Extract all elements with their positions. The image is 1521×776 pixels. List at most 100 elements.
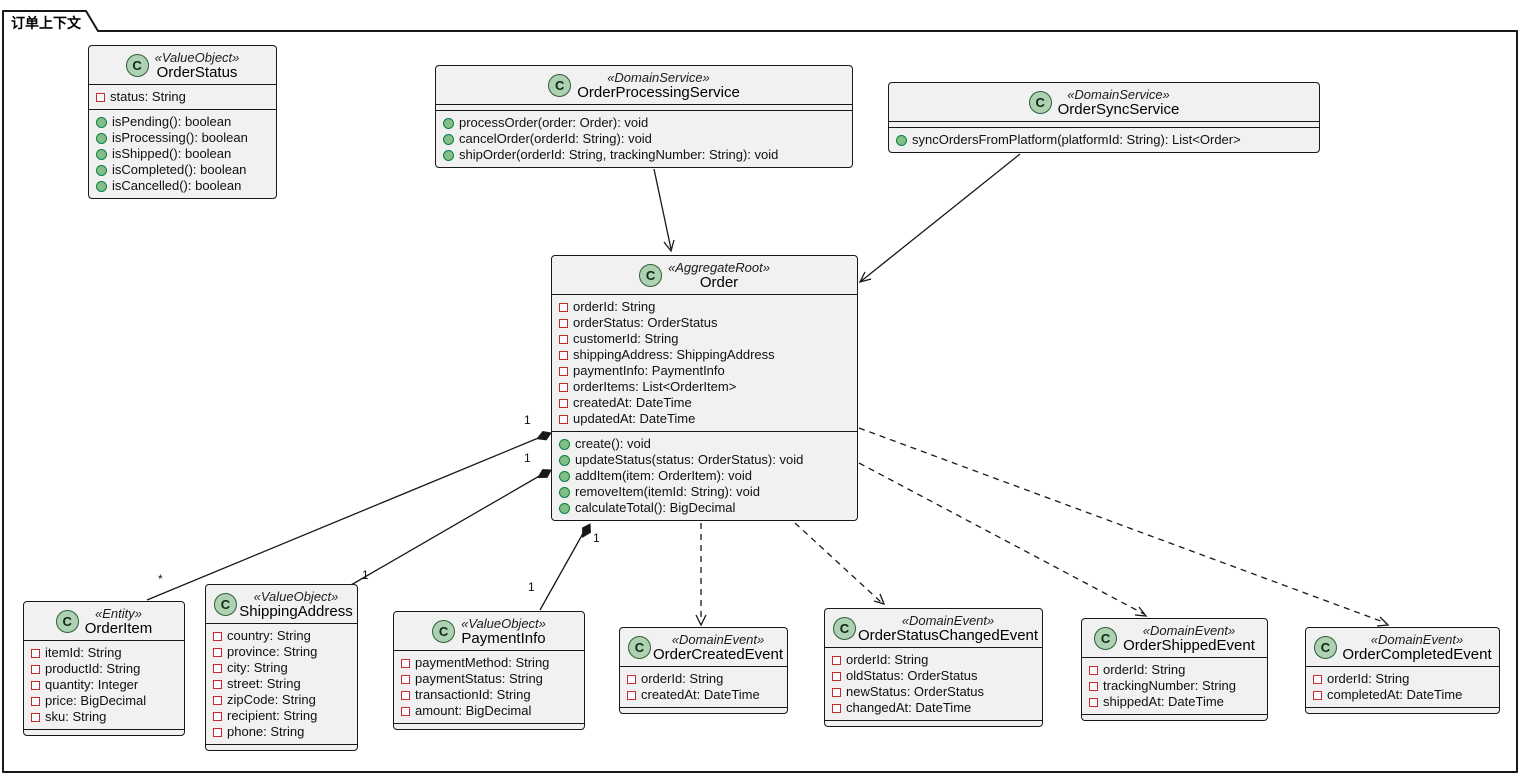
class-paymentinfo: C «ValueObject» PaymentInfo paymentMetho… (393, 611, 585, 730)
field-visibility-icon (559, 382, 568, 392)
method-signature: isShipped(): boolean (112, 146, 232, 161)
field-visibility-icon (1089, 697, 1098, 707)
method-row: cancelOrder(orderId: String): void (443, 131, 845, 147)
field-visibility-icon (832, 655, 841, 665)
field-signature: orderStatus: OrderStatus (573, 315, 718, 330)
field-row: price: BigDecimal (31, 693, 177, 709)
method-row: removeItem(itemId: String): void (559, 484, 850, 500)
field-visibility-icon (559, 366, 568, 376)
field-signature: street: String (227, 676, 301, 691)
class-name: OrderCompletedEvent (1342, 646, 1492, 663)
methods-compartment: syncOrdersFromPlatform(platformId: Strin… (889, 127, 1319, 152)
method-signature: syncOrdersFromPlatform(platformId: Strin… (912, 132, 1241, 147)
field-visibility-icon (401, 658, 410, 668)
method-row: isShipped(): boolean (96, 146, 269, 162)
field-signature: newStatus: OrderStatus (846, 684, 985, 699)
field-signature: transactionId: String (415, 687, 531, 702)
field-row: trackingNumber: String (1089, 678, 1260, 694)
method-visibility-icon (443, 117, 454, 129)
method-signature: cancelOrder(orderId: String): void (459, 131, 652, 146)
class-stereotype: «AggregateRoot» (668, 260, 770, 275)
dependency-order-ordercreatedevent (695, 523, 707, 627)
field-visibility-icon (401, 674, 410, 684)
class-header: C «AggregateRoot» Order (552, 256, 857, 294)
class-icon: C (639, 264, 663, 287)
class-name: OrderProcessingService (577, 84, 740, 101)
field-signature: orderId: String (1103, 662, 1186, 677)
frame-tab-title: 订单上下文 (11, 15, 81, 31)
class-ordershippedevent: C «DomainEvent» OrderShippedEvent orderI… (1081, 618, 1268, 721)
field-visibility-icon (559, 398, 568, 408)
field-signature: recipient: String (227, 708, 318, 723)
field-row: sku: String (31, 709, 177, 725)
method-signature: calculateTotal(): BigDecimal (575, 500, 736, 515)
field-row: orderStatus: OrderStatus (559, 315, 850, 331)
field-visibility-icon (213, 695, 222, 705)
class-name: OrderCreatedEvent (652, 646, 784, 663)
field-row: country: String (213, 628, 350, 644)
field-signature: changedAt: DateTime (846, 700, 972, 715)
field-visibility-icon (559, 318, 568, 328)
class-name: OrderStatus (156, 64, 238, 81)
field-visibility-icon (31, 648, 40, 658)
class-icon: C (833, 617, 856, 640)
method-visibility-icon (559, 486, 570, 498)
class-stereotype: «DomainService» (1067, 87, 1170, 102)
field-signature: createdAt: DateTime (573, 395, 692, 410)
class-icon: C (1094, 627, 1118, 650)
class-name: OrderSyncService (1057, 101, 1180, 118)
field-row: province: String (213, 644, 350, 660)
field-visibility-icon (559, 302, 568, 312)
method-signature: processOrder(order: Order): void (459, 115, 649, 130)
field-visibility-icon (213, 727, 222, 737)
method-visibility-icon (96, 116, 107, 128)
field-signature: completedAt: DateTime (1327, 687, 1463, 702)
composition-order-orderitem (146, 430, 552, 601)
class-stereotype: «ValueObject» (253, 589, 339, 604)
field-row: paymentStatus: String (401, 671, 577, 687)
field-visibility-icon (31, 664, 40, 674)
class-icon: C (432, 620, 456, 643)
field-signature: trackingNumber: String (1103, 678, 1236, 693)
field-visibility-icon (1313, 674, 1322, 684)
class-shippingaddress: C «ValueObject» ShippingAddress country:… (205, 584, 358, 751)
field-row: newStatus: OrderStatus (832, 684, 1035, 700)
field-row: updatedAt: DateTime (559, 411, 850, 427)
field-row: changedAt: DateTime (832, 700, 1035, 716)
method-row: isProcessing(): boolean (96, 130, 269, 146)
field-signature: paymentMethod: String (415, 655, 550, 670)
field-signature: shippingAddress: ShippingAddress (573, 347, 775, 362)
field-visibility-icon (832, 703, 841, 713)
field-visibility-icon (559, 350, 568, 360)
field-visibility-icon (213, 711, 222, 721)
field-visibility-icon (96, 92, 105, 102)
field-row: shippedAt: DateTime (1089, 694, 1260, 710)
field-row: orderId: String (627, 671, 780, 687)
class-header: C «ValueObject» PaymentInfo (394, 612, 584, 650)
method-signature: shipOrder(orderId: String, trackingNumbe… (459, 147, 779, 162)
field-row: orderId: String (1313, 671, 1492, 687)
field-row: recipient: String (213, 708, 350, 724)
class-header: C «DomainEvent» OrderCreatedEvent (620, 628, 787, 666)
method-signature: create(): void (575, 436, 651, 451)
field-signature: createdAt: DateTime (641, 687, 760, 702)
field-signature: orderItems: List<OrderItem> (573, 379, 737, 394)
field-row: orderItems: List<OrderItem> (559, 379, 850, 395)
field-signature: orderId: String (641, 671, 724, 686)
composition-diamond-icon (582, 523, 591, 538)
field-signature: quantity: Integer (45, 677, 139, 692)
class-stereotype: «DomainEvent» (1370, 632, 1464, 647)
class-header: C «DomainService» OrderSyncService (889, 83, 1319, 121)
method-row: addItem(item: OrderItem): void (559, 468, 850, 484)
class-stereotype: «DomainService» (607, 70, 710, 85)
method-visibility-icon (96, 180, 107, 192)
methods-compartment (394, 723, 584, 729)
field-visibility-icon (559, 334, 568, 344)
field-visibility-icon (213, 631, 222, 641)
